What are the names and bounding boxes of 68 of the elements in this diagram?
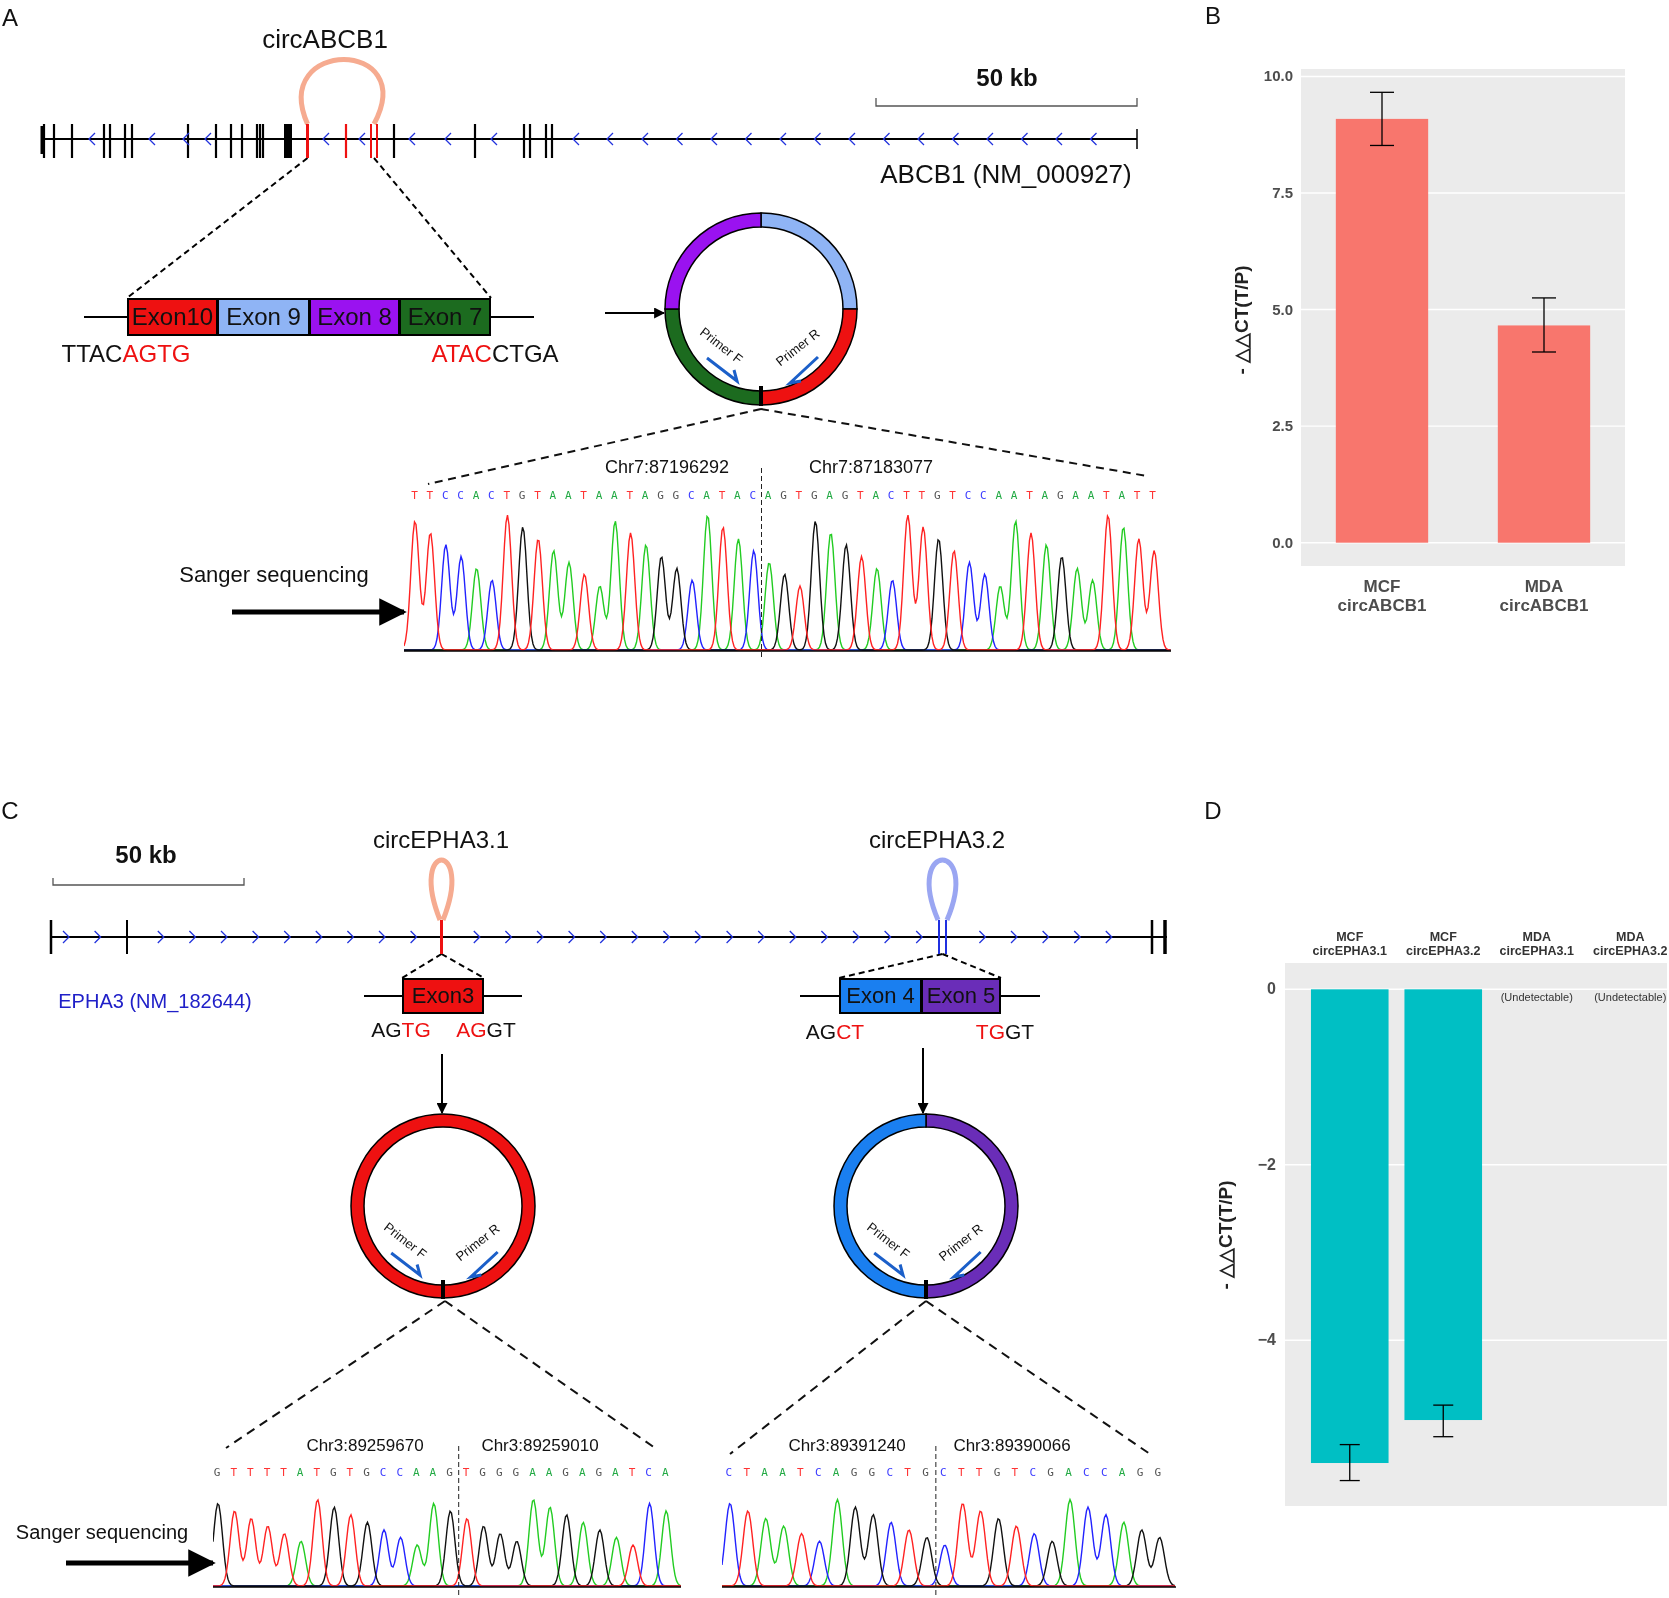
exon-box: Exon 5 <box>921 978 1001 1014</box>
zoom-line <box>941 953 1002 979</box>
value-label: (Undetectable) <box>1500 991 1573 1004</box>
back-splice-arc <box>926 857 959 921</box>
category-label: MCF circEPHA3.1 <box>1311 931 1388 959</box>
zoom-line <box>838 953 944 979</box>
splice-site-sequence: AGCT <box>805 1020 865 1044</box>
circular-rna-ring <box>833 1113 1019 1299</box>
arrow <box>232 598 407 626</box>
circrna-name: circABCB1 <box>262 24 388 54</box>
tick-label: −2 <box>1257 1155 1276 1174</box>
step-label: Sanger sequencing <box>15 1521 189 1543</box>
exon-mark <box>938 920 947 954</box>
step-label: Sanger sequencing <box>179 563 369 588</box>
value-label: (Undetectable) <box>1594 991 1667 1004</box>
zoom-line <box>126 157 309 299</box>
category-label: MDA circABCB1 <box>1498 578 1590 616</box>
exon-mark <box>440 920 443 954</box>
arrow <box>436 1053 448 1115</box>
panel-letter: C <box>1 797 19 825</box>
tick-label: 5.0 <box>1272 301 1293 318</box>
tick-label: −4 <box>1257 1331 1276 1349</box>
splice-site-sequence: ATACCTGA <box>431 340 559 368</box>
zoom-line <box>401 953 443 979</box>
circrna-name: circEPHA3.2 <box>869 826 1005 854</box>
category-label: MDA circEPHA3.1 <box>1498 931 1575 959</box>
scale-label: 50 kb <box>115 841 177 869</box>
category-label: MCF circABCB1 <box>1336 578 1428 616</box>
tick-label: 10.0 <box>1263 68 1293 85</box>
back-splice-arc <box>299 57 385 125</box>
circular-rna-ring <box>350 1113 536 1299</box>
exon-mark <box>370 124 378 158</box>
panel-letter: A <box>2 4 18 32</box>
exon-mark <box>306 124 309 158</box>
panel-letter: D <box>1204 797 1222 825</box>
base-sequence: C T A A T C A G G C T G C T T G T C G A C C A G G <box>725 1466 1163 1480</box>
panel-letter: B <box>1205 2 1221 30</box>
splice-site-sequence: AGGT <box>456 1018 516 1042</box>
gene-name: ABCB1 (NM_000927) <box>880 159 1132 189</box>
axis-title: - △△CT(T/P) <box>1215 1180 1237 1290</box>
exon-box: Exon 7 <box>399 298 491 336</box>
exon-box: Exon 4 <box>839 978 922 1014</box>
back-splice-arc <box>428 857 455 921</box>
tick-label: 2.5 <box>1272 417 1293 435</box>
category-label: MCF circEPHA3.2 <box>1405 931 1482 959</box>
exon-box: Exon3 <box>402 978 484 1014</box>
axis-title: - △△CT(T/P) <box>1231 265 1253 375</box>
base-sequence: T T C C A C T G T A A T A A T A G G C A T A C A G T G A G T A C T T G T C C A A T A G A A T A T T <box>411 489 1157 503</box>
arrow <box>917 1047 929 1115</box>
gene-name: EPHA3 (NM_182644) <box>58 990 252 1012</box>
zoom-line <box>373 157 492 299</box>
circular-rna-ring <box>664 212 858 406</box>
exon-box: Exon 9 <box>217 298 310 336</box>
splice-site-sequence: TTACAGTG <box>61 340 191 368</box>
tick-label: 0 <box>1267 980 1276 999</box>
category-label: MDA circEPHA3.2 <box>1592 931 1669 959</box>
tick-label: 0.0 <box>1272 534 1293 551</box>
splice-site-sequence: AGTG <box>371 1018 431 1042</box>
tick-label: 7.5 <box>1272 184 1293 202</box>
circrna-name: circEPHA3.1 <box>373 826 509 854</box>
splice-site-sequence: TGGT <box>975 1020 1035 1044</box>
exon-box: Exon 8 <box>309 298 400 336</box>
arrow <box>66 1549 216 1577</box>
zoom-line <box>440 953 485 979</box>
exon-box: Exon10 <box>127 298 218 336</box>
scale-label: 50 kb <box>976 64 1038 92</box>
arrow <box>604 307 666 319</box>
base-sequence: G T T T T A T G T G C C A A G T G G G A A G A G A T C A <box>213 1466 670 1480</box>
